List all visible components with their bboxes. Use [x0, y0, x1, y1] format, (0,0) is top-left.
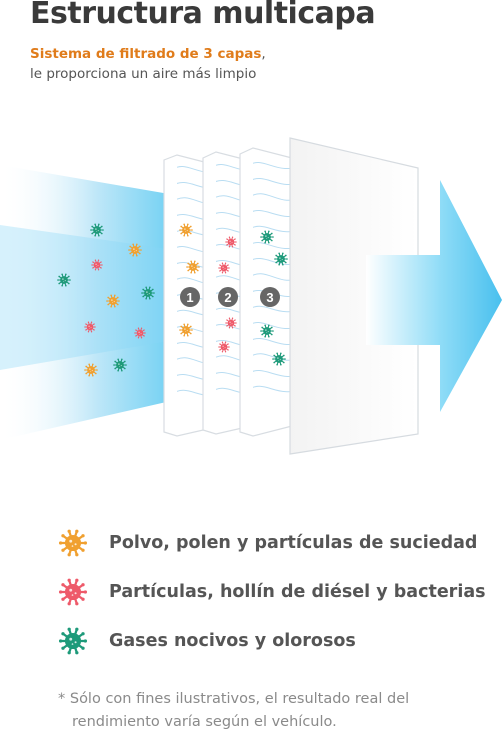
gas-particle-icon: [58, 627, 88, 654]
legend-item-dust: Polvo, polen y partículas de suciedad: [58, 518, 486, 567]
bacteria-particle: [225, 236, 237, 248]
bacteria-particle: [134, 327, 146, 339]
subtitle-highlight: Sistema de filtrado de 3 capas: [30, 46, 262, 62]
subtitle-rest: le proporciona un aire más limpio: [30, 66, 257, 82]
legend-label-bacteria: Partículas, hollín de diésel y bacterias: [109, 581, 486, 602]
dust-particle: [128, 243, 142, 257]
svg-text:3: 3: [266, 290, 273, 305]
dust-particle: [106, 294, 120, 308]
gas-particle: [90, 223, 104, 237]
legend-item-bacteria: Partículas, hollín de diésel y bacterias: [58, 567, 486, 616]
incoming-air-flow: [0, 165, 175, 440]
gas-particle: [260, 230, 274, 244]
gas-particle: [141, 286, 155, 300]
footnote: * Sólo con fines ilustrativos, el result…: [58, 688, 409, 734]
dust-particle: [84, 363, 98, 377]
layer-number-2: 2: [218, 287, 238, 307]
svg-text:1: 1: [186, 290, 193, 305]
dust-particle: [186, 260, 200, 274]
bacteria-particle-icon: [58, 578, 88, 605]
bacteria-particle: [84, 321, 96, 333]
layer-number-1: 1: [180, 287, 200, 307]
bacteria-particle: [218, 262, 230, 274]
legend: Polvo, polen y partículas de suciedad Pa…: [58, 518, 486, 665]
incoming-air-flow-inner: [0, 225, 175, 370]
footnote-line-1: * Sólo con fines ilustrativos, el result…: [58, 691, 410, 707]
gas-particle: [274, 252, 288, 266]
legend-label-dust: Polvo, polen y partículas de suciedad: [109, 532, 478, 553]
filter-diagram: 1 2 3: [0, 137, 502, 455]
svg-text:2: 2: [224, 290, 231, 305]
legend-label-gas: Gases nocivos y olorosos: [109, 630, 356, 651]
bacteria-particle: [91, 259, 103, 271]
subtitle: Sistema de filtrado de 3 capas, le propo…: [30, 44, 266, 84]
bacteria-particle: [225, 317, 237, 329]
bacteria-particle: [218, 341, 230, 353]
gas-particle: [272, 352, 286, 366]
gas-particle: [57, 273, 71, 287]
gas-particle: [260, 324, 274, 338]
footnote-line-2: rendimiento varía según el vehículo.: [72, 714, 337, 730]
filter-outer-layer: [289, 137, 419, 455]
legend-item-gas: Gases nocivos y olorosos: [58, 616, 486, 665]
page-title: Estructura multicapa: [30, 0, 376, 31]
layer-number-3: 3: [260, 287, 280, 307]
gas-particle: [113, 358, 127, 372]
outgoing-air-arrow: [366, 180, 502, 412]
subtitle-comma: ,: [261, 46, 266, 62]
dust-particle: [179, 323, 193, 337]
dust-particle: [179, 223, 193, 237]
dust-particle-icon: [58, 529, 88, 556]
